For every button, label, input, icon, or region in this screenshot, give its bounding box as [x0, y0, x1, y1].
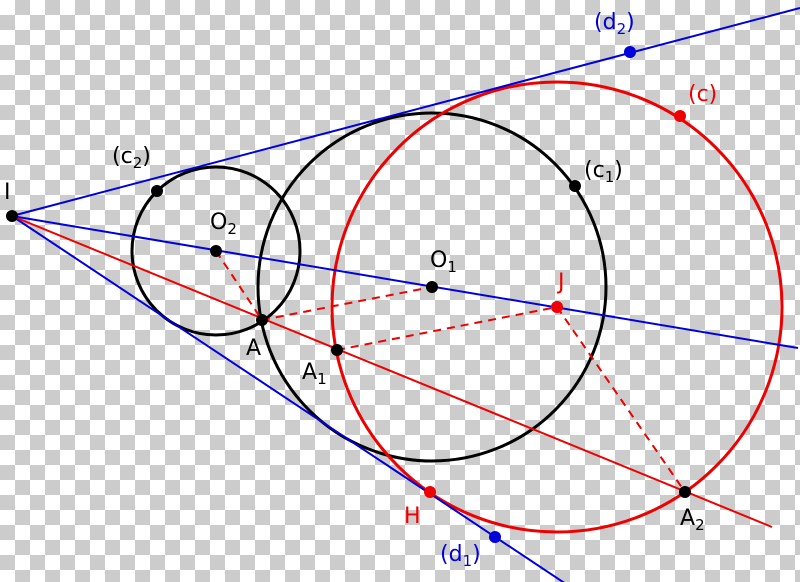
point-c1 — [569, 180, 581, 192]
label-d2: (d2) — [594, 10, 635, 38]
label-A1: A1 — [302, 360, 327, 388]
point-A — [256, 314, 268, 326]
label-c: (c) — [688, 82, 718, 107]
point-d2 — [624, 46, 636, 58]
line-I-A2 — [11, 215, 773, 528]
point-H — [424, 486, 436, 498]
label-c1: (c1) — [584, 158, 623, 186]
point-O1 — [426, 281, 438, 293]
point-c — [674, 110, 686, 122]
point-I — [6, 210, 18, 222]
label-H: H — [404, 504, 421, 529]
point-O2 — [210, 245, 222, 257]
label-d1: (d1) — [440, 542, 481, 570]
point-d1 — [489, 531, 501, 543]
point-A2 — [679, 486, 691, 498]
label-A2: A2 — [680, 506, 705, 534]
point-J — [551, 301, 563, 313]
label-c2: (c2) — [112, 144, 151, 172]
line-center-axis — [11, 215, 799, 349]
dashed-J-A2 — [556, 306, 686, 493]
label-J: J — [558, 270, 565, 295]
label-I: I — [4, 180, 11, 205]
label-O1: O1 — [430, 248, 457, 276]
line-d1 — [11, 215, 565, 582]
dashed-A-O1 — [261, 286, 433, 321]
circle-c1 — [256, 111, 608, 463]
dashed-A1-J — [336, 306, 558, 351]
point-A1 — [331, 344, 343, 356]
circle-c2 — [130, 165, 302, 337]
label-A: A — [246, 336, 262, 361]
label-O2: O2 — [210, 210, 237, 238]
point-c2 — [151, 185, 163, 197]
line-d2 — [11, 7, 800, 217]
